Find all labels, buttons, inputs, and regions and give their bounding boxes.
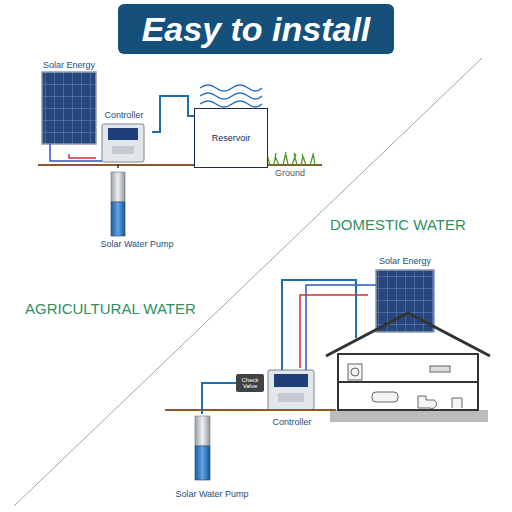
pump-body — [111, 172, 210, 480]
water-waves — [200, 85, 262, 107]
node-label: Solar Water Pump — [83, 239, 191, 250]
grass — [267, 152, 315, 165]
connector-line — [152, 96, 194, 132]
controller-box — [112, 146, 134, 154]
node-label: Solar Energy — [368, 256, 442, 267]
pump-body — [195, 446, 210, 480]
reservoir-box: Reservoir — [194, 108, 268, 168]
connector-line — [117, 164, 119, 168]
divider-line — [14, 58, 482, 506]
wire — [50, 144, 376, 370]
controller: Controller — [260, 368, 324, 428]
water-waves — [200, 85, 262, 91]
house — [330, 410, 488, 422]
node-label: Solar Energy — [36, 60, 102, 71]
solar-panel: Solar Energy — [368, 256, 442, 334]
water-pump: Solar Water Pump — [83, 168, 191, 250]
controller-box — [268, 370, 314, 410]
pump-body — [111, 172, 125, 202]
node-label: Reservoir — [195, 133, 267, 144]
title-text: Easy to install — [142, 10, 371, 49]
ground-line — [165, 409, 336, 411]
check-valve: Check Valve — [236, 374, 264, 392]
water-waves — [200, 101, 262, 107]
pump-body — [111, 202, 125, 236]
house — [338, 354, 478, 410]
house — [338, 381, 478, 383]
title-banner: Easy to install — [118, 4, 394, 54]
water-pump: Solar Water Pump — [158, 414, 266, 500]
water-waves — [200, 93, 262, 99]
solar-panel: Solar Energy — [36, 60, 102, 154]
house — [348, 364, 362, 380]
pump-body — [195, 416, 210, 446]
house — [452, 398, 462, 408]
house — [418, 396, 436, 408]
section-heading: AGRICULTURAL WATER — [25, 300, 196, 317]
controller-box — [274, 374, 308, 387]
node-label: Controller — [96, 110, 152, 121]
house — [430, 366, 450, 372]
node-label: Solar Water Pump — [158, 489, 266, 500]
ground-label: Ground — [275, 168, 305, 178]
connector-line — [300, 295, 368, 368]
connector-line — [202, 383, 236, 414]
connector-line — [69, 154, 96, 158]
water-pipe — [282, 280, 356, 370]
node-label: Check Valve — [236, 377, 264, 389]
controller-box — [108, 128, 138, 140]
node-label: Controller — [260, 417, 324, 428]
controller-box — [278, 393, 304, 402]
section-heading: DOMESTIC WATER — [330, 216, 466, 233]
controller: Controller — [96, 110, 152, 164]
house — [326, 313, 490, 422]
wire — [50, 144, 102, 161]
controller-box — [102, 124, 144, 162]
solar-panel — [42, 72, 96, 144]
house — [372, 392, 398, 402]
house — [351, 368, 359, 376]
house — [326, 313, 490, 356]
solar-panel — [42, 72, 434, 332]
